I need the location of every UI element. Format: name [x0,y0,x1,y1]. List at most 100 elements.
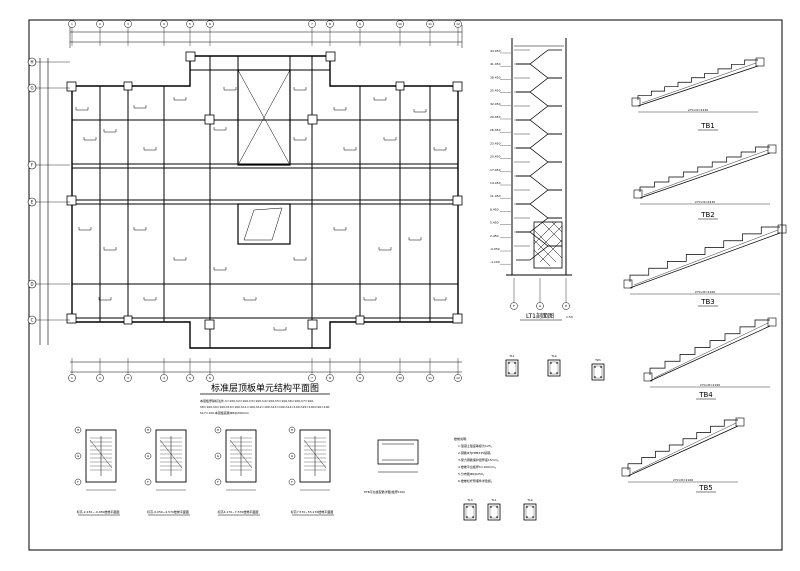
axis-col-label: 11 [428,22,432,26]
axis-row-label: C [31,318,34,323]
axis-bubble [27,57,37,67]
axis-bubble [27,279,37,289]
plan-note-2: h8=100,h9=100,h10=100,h11=100,h12=100,h1… [200,405,330,409]
axis-bubble [426,374,434,382]
axis-row-label: G [30,86,33,91]
axis-row-label: E [31,200,34,205]
axis-bubble [214,478,222,486]
stair-dimension: 270×8=2160 [695,290,715,294]
axis-bubble [27,197,37,207]
axis-col-label: 4 [163,22,165,26]
axis-bubble [214,426,222,434]
axis-bubble [308,374,316,382]
level-mark: 2.450 [490,234,499,238]
axis-col-label: 7 [311,22,313,26]
section-title: LT1剖面图 [526,312,554,320]
beam-label: TL1 [490,498,497,502]
level-mark: 23.450 [490,141,501,145]
axis-bubble [160,20,168,28]
axis-label: H [291,428,293,432]
axis-label: G [147,454,150,458]
axis-col-label: 2 [99,376,101,380]
level-mark: -1.100 [490,260,500,264]
axis-col-label: 8 [329,22,331,26]
axis-col-label: 12 [456,22,460,26]
level-mark: 44.450 [490,49,501,53]
axis-bubble [74,452,82,460]
axis-bubble [454,20,462,28]
axis-bubble [510,302,518,310]
axis-col-label: 9 [359,22,361,26]
axis-col-label: 1 [71,22,73,26]
slab-detail: PTB平台板配筋详图(板厚100) [364,439,419,494]
stair-label: TB2 [700,211,715,219]
beam-section: TZ1 [591,358,605,381]
note-line: 6.楼梯栏杆预埋件详建施。 [458,478,494,483]
level-mark: 29.450 [490,115,501,119]
axis-bubble [68,20,76,28]
stair-plan-caption: 标高4.170~7.570楼梯平面图 [218,509,259,514]
stair-plan-caption: 标高-0.050~4.570楼梯平面图 [147,509,189,514]
sheet-border [28,19,783,551]
stair-details: 270×9=2430TB1270×9=2430TB2270×8=2160TB32… [621,57,787,493]
axis-bubble [288,426,296,434]
axis-bubble [288,478,296,486]
axis-bubble [144,478,152,486]
level-mark: 17.450 [490,168,501,172]
axis-bubble [74,426,82,434]
stair-dimension: 270×9=2430 [695,200,715,204]
beam-section: TL2 [523,498,537,521]
axis-label: H [147,428,149,432]
beam-section: TL1 [487,498,501,521]
axis-bubble [186,20,194,28]
plan-title: 标准层顶板单元结构平面图 [211,382,319,394]
axis-label: F [217,480,219,484]
axis-col-label: 9 [359,376,361,380]
axis-bubble [96,374,104,382]
stair-plan-2: H G F 标高-0.050~4.570楼梯平面图 [144,426,190,516]
axis-bubble [96,20,104,28]
axis-label: F [147,480,149,484]
axis-label: G [539,304,542,308]
stair-notes: 楼梯说明: 1.混凝土强度等级为C25。2.钢筋Φ为HPB235级钢。3.受力钢… [454,436,501,483]
note-line: 5.分布筋Φ6@250。 [458,471,486,476]
level-mark: 32.450 [490,102,501,106]
beam-label: TL3 [466,498,473,502]
columns [66,51,463,330]
axis-row-label: D [30,282,33,287]
axis-col-label: 1 [71,376,73,380]
axis-col-label: 10 [398,376,402,380]
beam-section: TL2 [547,354,561,377]
level-mark: 20.450 [490,155,501,159]
section-scale: 1:50 [566,315,573,319]
axis-col-label: 6 [209,376,211,380]
axis-col-label: 3 [127,22,129,26]
axis-bubble [396,20,404,28]
stair-label: TB5 [698,484,713,492]
axis-bubble [74,478,82,486]
stair-dimension: 270×8=2160 [700,383,720,387]
beam-label: TZ1 [594,358,601,362]
level-mark: 8.450 [490,207,499,211]
level-mark: 38.450 [490,75,501,79]
beam-label: TL1 [508,354,515,358]
axis-col-label: 2 [99,22,101,26]
note-line: 4.楼梯平台板厚h=100mm。 [458,464,498,469]
stair-dimension: 270×9=2430 [688,108,708,112]
slab-caption: PTB平台板配筋详图(板厚100) [364,489,405,494]
axis-label: H [77,428,79,432]
stair-plan-caption: 标高7.570~55.170楼梯平面图 [291,509,334,514]
beam-label: TL2 [550,354,557,358]
axis-bubble [536,302,544,310]
axis-bubble [426,20,434,28]
axis-bubble [27,160,37,170]
axis-row-label: H [30,60,33,65]
plan-note-3: h17=100,本层板底筋Φ8@200mm [200,410,249,415]
